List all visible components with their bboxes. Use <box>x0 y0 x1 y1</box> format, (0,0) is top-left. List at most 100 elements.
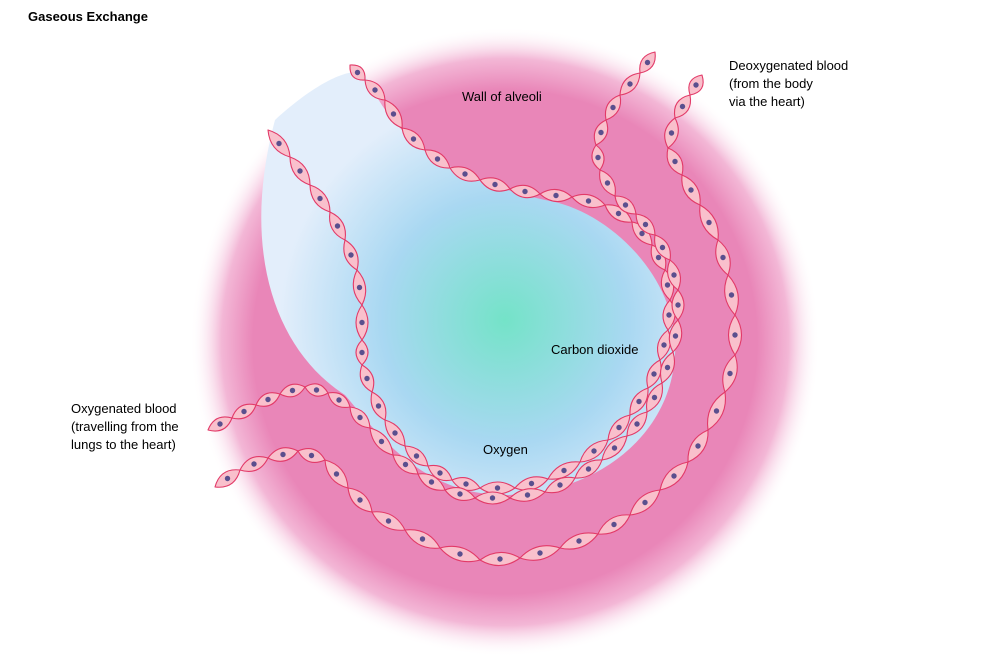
cell-nucleus <box>217 421 222 426</box>
cell-nucleus <box>643 222 648 227</box>
cell-nucleus <box>645 60 650 65</box>
cell-nucleus <box>392 430 397 435</box>
label-oxygenated-line-1: Oxygenated blood <box>71 400 179 418</box>
cell-nucleus <box>616 425 621 430</box>
cell-nucleus <box>729 292 734 297</box>
cell-nucleus <box>280 452 285 457</box>
cell-nucleus <box>727 371 732 376</box>
cell-nucleus <box>680 104 685 109</box>
cell-nucleus <box>357 415 362 420</box>
cell-nucleus <box>420 536 425 541</box>
cell-nucleus <box>714 408 719 413</box>
cell-nucleus <box>598 130 603 135</box>
label-oxygen: Oxygen <box>483 441 528 459</box>
cell-nucleus <box>463 481 468 486</box>
cell-nucleus <box>411 136 416 141</box>
cell-nucleus <box>693 82 698 87</box>
cell-nucleus <box>364 376 369 381</box>
cell-nucleus <box>669 130 674 135</box>
cell-nucleus <box>335 223 340 228</box>
cell-nucleus <box>225 476 230 481</box>
cell-nucleus <box>706 220 711 225</box>
cell-nucleus <box>355 70 360 75</box>
cell-nucleus <box>537 550 542 555</box>
cell-nucleus <box>314 387 319 392</box>
cell-nucleus <box>348 252 353 257</box>
cell-nucleus <box>435 156 440 161</box>
label-carbon-dioxide-text: Carbon dioxide <box>551 341 638 359</box>
cell-nucleus <box>334 471 339 476</box>
cell-nucleus <box>290 388 295 393</box>
cell-nucleus <box>241 409 246 414</box>
cell-nucleus <box>372 87 377 92</box>
cell-nucleus <box>317 196 322 201</box>
cell-nucleus <box>429 479 434 484</box>
cell-nucleus <box>661 342 666 347</box>
cell-nucleus <box>673 333 678 338</box>
cell-nucleus <box>379 439 384 444</box>
cell-nucleus <box>636 399 641 404</box>
cell-nucleus <box>309 453 314 458</box>
label-oxygenated-blood: Oxygenated blood (travelling from the lu… <box>71 400 179 454</box>
cell-nucleus <box>492 182 497 187</box>
cell-nucleus <box>497 556 502 561</box>
cell-nucleus <box>437 470 442 475</box>
label-deoxygenated-line-2: (from the body <box>729 75 848 93</box>
cell-nucleus <box>591 448 596 453</box>
cell-nucleus <box>665 365 670 370</box>
cell-nucleus <box>414 453 419 458</box>
cell-nucleus <box>595 155 600 160</box>
cell-nucleus <box>376 403 381 408</box>
cell-nucleus <box>611 522 616 527</box>
label-deoxygenated-blood: Deoxygenated blood (from the body via th… <box>729 57 848 111</box>
cell-nucleus <box>610 105 615 110</box>
cell-nucleus <box>265 397 270 402</box>
cell-nucleus <box>336 397 341 402</box>
label-deoxygenated-line-1: Deoxygenated blood <box>729 57 848 75</box>
cell-nucleus <box>671 473 676 478</box>
cell-nucleus <box>666 312 671 317</box>
cell-nucleus <box>561 468 566 473</box>
cell-nucleus <box>557 482 562 487</box>
cell-nucleus <box>642 500 647 505</box>
cell-nucleus <box>490 495 495 500</box>
cell-nucleus <box>576 538 581 543</box>
cell-nucleus <box>612 445 617 450</box>
cell-nucleus <box>627 81 632 86</box>
cell-nucleus <box>251 461 256 466</box>
cell-nucleus <box>359 350 364 355</box>
cell-nucleus <box>720 255 725 260</box>
cell-nucleus <box>695 443 700 448</box>
cell-nucleus <box>671 272 676 277</box>
cell-nucleus <box>391 111 396 116</box>
cell-nucleus <box>605 180 610 185</box>
cell-nucleus <box>660 245 665 250</box>
cell-nucleus <box>616 211 621 216</box>
cell-nucleus <box>386 518 391 523</box>
cell-nucleus <box>403 462 408 467</box>
cell-nucleus <box>276 141 281 146</box>
page-title: Gaseous Exchange <box>28 9 148 24</box>
cell-nucleus <box>732 332 737 337</box>
cell-nucleus <box>675 302 680 307</box>
cell-nucleus <box>623 202 628 207</box>
cell-nucleus <box>495 485 500 490</box>
cell-nucleus <box>462 171 467 176</box>
cell-nucleus <box>586 198 591 203</box>
label-carbon-dioxide: Carbon dioxide <box>551 341 638 359</box>
cell-nucleus <box>665 282 670 287</box>
cell-nucleus <box>651 371 656 376</box>
cell-nucleus <box>525 492 530 497</box>
cell-nucleus <box>586 466 591 471</box>
cell-nucleus <box>688 187 693 192</box>
cell-nucleus <box>357 497 362 502</box>
cell-nucleus <box>522 189 527 194</box>
label-wall-of-alveoli: Wall of alveoli <box>462 88 542 106</box>
cell-nucleus <box>672 159 677 164</box>
cell-nucleus <box>359 320 364 325</box>
cell-nucleus <box>297 168 302 173</box>
cell-nucleus <box>652 395 657 400</box>
cell-nucleus <box>634 421 639 426</box>
cell-nucleus <box>357 285 362 290</box>
cell-nucleus <box>457 491 462 496</box>
